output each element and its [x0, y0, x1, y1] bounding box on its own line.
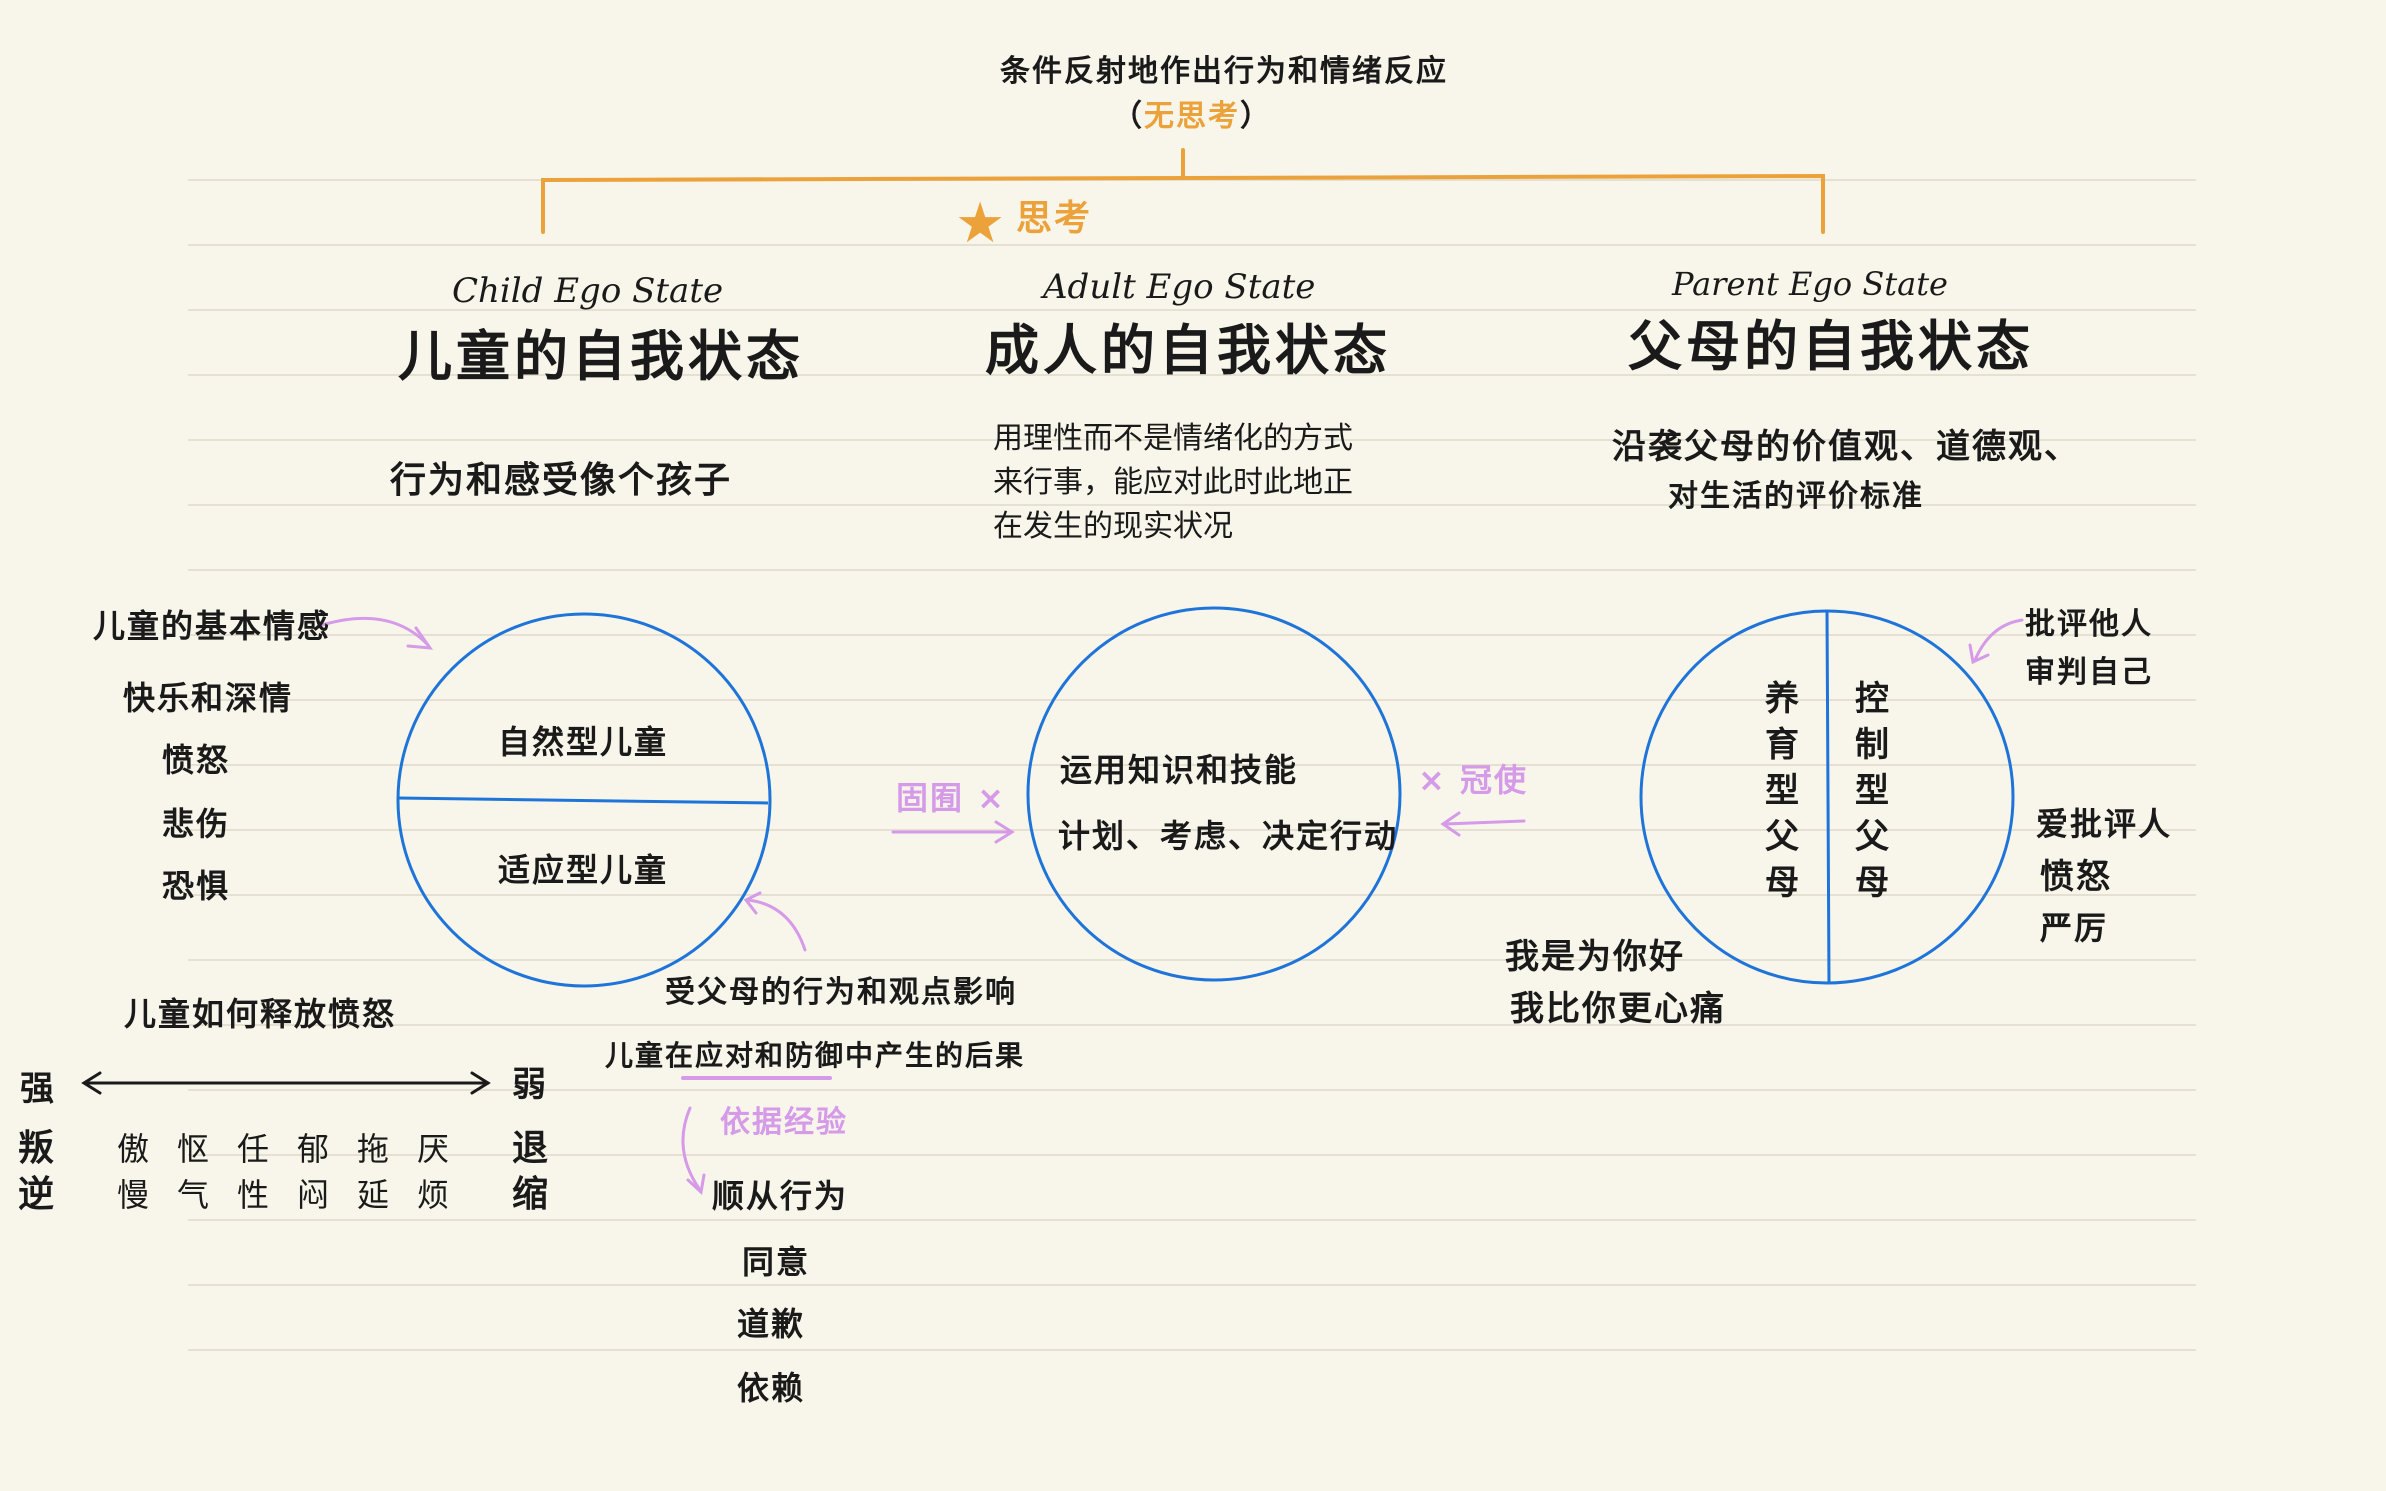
parent-english-title: Parent Ego State	[1672, 265, 1948, 303]
release-item: 厌烦	[416, 1130, 449, 1214]
child-emotion-item: 快乐和深情	[123, 679, 294, 717]
purple-arrows	[320, 616, 2024, 1195]
emotions-arrow	[320, 616, 430, 647]
compliance-title: 顺从行为	[712, 1177, 849, 1215]
adult-desc-line: 来行事，能应对此时此地正	[993, 466, 1353, 499]
release-item: 郁闷	[296, 1130, 329, 1214]
child-circle	[396, 612, 772, 988]
child-circle-divider	[397, 796, 769, 805]
scale-strong: 强	[20, 1069, 56, 1109]
adult-title: 成人的自我状态	[985, 319, 1391, 382]
notebook-rule-lines	[188, 179, 2196, 1351]
critic-line: 审判自己	[2025, 655, 2153, 690]
release-item: 傲慢	[116, 1130, 149, 1214]
controlling-parent-label: 控制型父母	[1855, 679, 1889, 903]
child-desc: 行为和感受像个孩子	[390, 460, 733, 501]
header-line1: 条件反射地作出行为和情绪反应	[1000, 54, 1448, 89]
compliance-item: 依赖	[737, 1369, 806, 1407]
release-item: 任性	[236, 1130, 269, 1214]
parent-influence-note: 受父母的行为和观点影响	[665, 975, 1017, 1010]
influence-arrow-head	[743, 891, 762, 915]
adult-left-arrow-head	[994, 820, 1015, 844]
adult-desc-line: 在发生的现实状况	[993, 510, 1233, 543]
adapted-child-label: 适应型儿童	[498, 851, 669, 889]
adapt-result-note: 儿童在应对和防御中产生的后果	[605, 1039, 1026, 1072]
scale-head-right	[470, 1071, 491, 1095]
retreat-label: 退缩	[511, 1128, 548, 1215]
compliance-item: 同意	[742, 1243, 811, 1281]
parent-title: 父母的自我状态	[1628, 315, 2034, 378]
parent-circle-divider	[1825, 610, 1831, 984]
no-thinking-label: 无思考	[1144, 99, 1240, 134]
header-paren-open: （	[1112, 99, 1144, 134]
release-item: 拖延	[356, 1130, 389, 1214]
parent-saying: 我比你更心痛	[1510, 989, 1726, 1029]
parent-trait: 愤怒	[2040, 857, 2112, 897]
release-scale-arrow	[81, 1071, 491, 1095]
header-paren-close: ）	[1240, 99, 1272, 134]
parent-desc-line: 对生活的评价标准	[1668, 479, 1924, 514]
adult-right-arrow-head	[1440, 811, 1461, 837]
child-emotion-item: 悲伤	[162, 805, 231, 843]
emotions-arrow-head	[406, 626, 434, 650]
adult-right-arrow	[1443, 819, 1526, 826]
adult-english-title: Adult Ego State	[1043, 267, 1316, 307]
critic-arrow	[1973, 618, 2024, 662]
bracket-top-line	[541, 173, 1825, 234]
child-title: 儿童的自我状态	[398, 325, 804, 388]
nurturing-parent-label: 养育型父母	[1765, 679, 1799, 903]
parent-trait: 爱批评人	[2036, 805, 2173, 843]
child-emotion-item: 恐惧	[162, 867, 231, 905]
critic-line: 批评他人	[2025, 607, 2153, 642]
parent-saying: 我是为你好	[1505, 937, 1685, 977]
experience-note: 依据经验	[720, 1105, 848, 1140]
critic-arrow-head	[1968, 643, 1990, 665]
scale-head-left	[81, 1071, 102, 1095]
star-icon: ★	[955, 191, 1006, 256]
parent-trait: 严厉	[2040, 909, 2109, 947]
adult-circle-line1: 运用知识和技能	[1060, 751, 1299, 789]
experience-arrow	[681, 1106, 702, 1192]
adult-right-note: × 冠使	[1418, 761, 1528, 799]
ego-circles	[396, 606, 2015, 988]
rebel-label: 叛逆	[17, 1128, 54, 1215]
influence-arrow	[746, 898, 807, 952]
child-english-title: Child Ego State	[452, 271, 724, 311]
adult-left-note: 固囿 ×	[896, 779, 1006, 817]
thinking-label: 思考	[1016, 198, 1093, 239]
natural-child-label: 自然型儿童	[498, 723, 669, 761]
child-emotion-item: 愤怒	[162, 741, 231, 779]
adult-desc-line: 用理性而不是情绪化的方式	[993, 422, 1353, 455]
release-title: 儿童如何释放愤怒	[124, 995, 397, 1033]
compliance-item: 道歉	[737, 1305, 806, 1343]
think-bracket	[541, 148, 1825, 234]
parent-desc-line: 沿袭父母的价值观、道德观、	[1612, 427, 2080, 467]
release-item: 怄气	[176, 1130, 209, 1214]
header-line2: （无思考）	[1112, 99, 1272, 135]
experience-arrow-head	[686, 1173, 706, 1195]
scale-weak: 弱	[512, 1065, 548, 1105]
child-emotions-title: 儿童的基本情感	[93, 607, 332, 645]
adult-circle	[1026, 606, 1402, 982]
adult-circle-line2: 计划、考虑、决定行动	[1058, 817, 1399, 855]
